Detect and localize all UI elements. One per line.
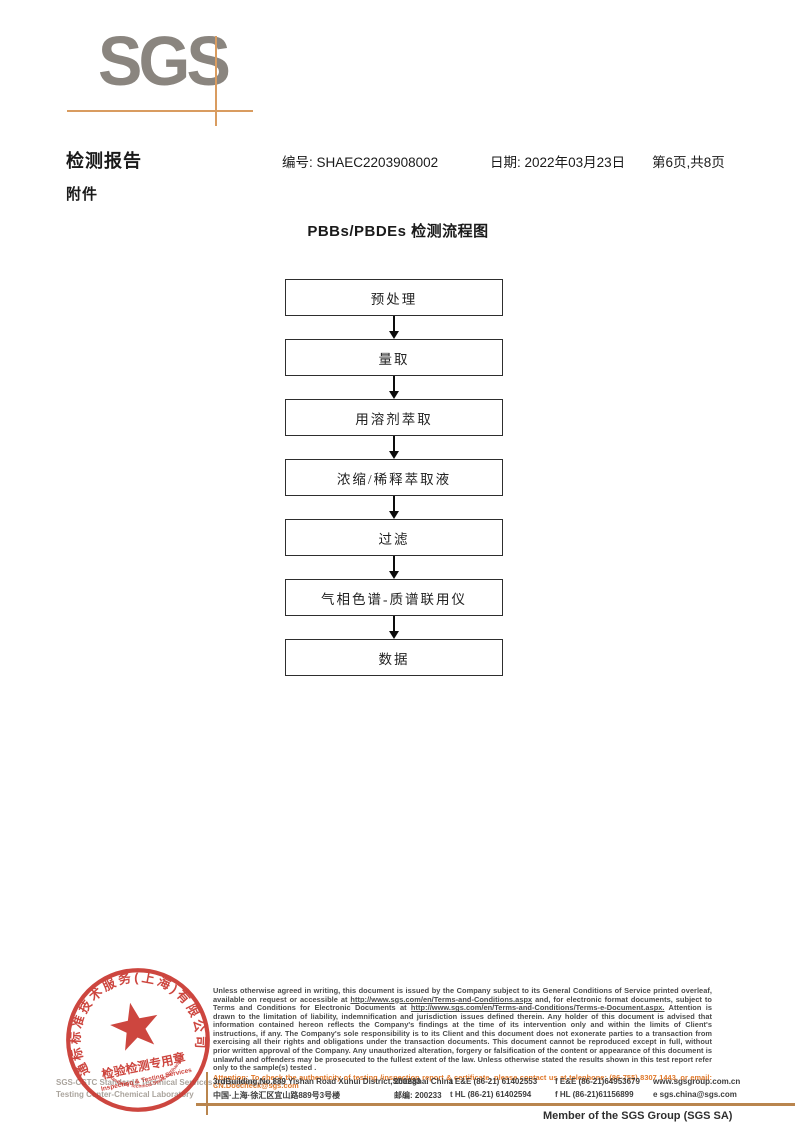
down-arrow-icon: [285, 496, 503, 519]
company-name-gray: SGS-CSTC Standards Technical Services (S…: [56, 1078, 288, 1087]
phone-hl: t HL (86-21) 61402594: [450, 1090, 532, 1099]
flow-step-label: 预处理: [370, 291, 418, 307]
report-date-label: 日期:: [490, 155, 521, 170]
fax-hl: f HL (86-21)61156899: [555, 1090, 634, 1099]
down-arrow-icon: [285, 316, 503, 339]
report-date-value: 2022年03月23日: [524, 155, 626, 170]
flowchart: 预处理 量取 用溶剂萃取: [285, 279, 503, 676]
arrow-head: [389, 451, 399, 459]
page-indicator: 第6页,共8页: [652, 155, 725, 170]
logo-vertical-rule: [215, 36, 217, 126]
report-date: 日期: 2022年03月23日: [490, 151, 625, 171]
flow-step-label: 浓缩/稀释萃取液: [336, 471, 452, 487]
logo-horizontal-rule: [67, 110, 253, 112]
flow-item: 量取: [285, 339, 503, 399]
flow-step-label: 量取: [378, 351, 410, 367]
flow-item: 预处理: [285, 279, 503, 339]
flow-step-label: 过滤: [378, 531, 410, 547]
flow-item: 浓缩/稀释萃取液: [285, 459, 503, 519]
address-cn: 中国·上海·徐汇区宜山路889号3号楼: [213, 1091, 341, 1100]
postal-code-en: 200233: [394, 1077, 421, 1086]
flow-step-label: 数据: [378, 651, 410, 667]
arrow-head: [389, 511, 399, 519]
phone-ee: t E&E (86-21) 61402553: [450, 1077, 538, 1086]
footer-horizontal-rule: [196, 1103, 795, 1106]
attention-notice: Attention: To check the authenticity of …: [213, 1072, 712, 1091]
arrow-head: [389, 391, 399, 399]
footer-vertical-rule: [206, 1072, 208, 1115]
sgs-member-line: Member of the SGS Group (SGS SA): [543, 1110, 733, 1122]
email-address: e sgs.china@sgs.com: [653, 1090, 737, 1099]
stamp-star-icon: [110, 1002, 158, 1051]
report-number: 编号: SHAEC2203908002: [282, 151, 438, 171]
down-arrow-icon: [285, 436, 503, 459]
arrow-shaft: [393, 376, 395, 391]
arrow-shaft: [393, 556, 395, 571]
report-number-label: 编号:: [282, 155, 313, 170]
flow-step-box: 用溶剂萃取: [285, 399, 503, 436]
down-arrow-icon: [285, 376, 503, 399]
company-lab-gray: Testing Center-Chemical Laboratory: [56, 1090, 194, 1099]
flow-item: 气相色谱-质谱联用仪: [285, 579, 503, 639]
flow-step-box: 气相色谱-质谱联用仪: [285, 579, 503, 616]
arrow-shaft: [393, 316, 395, 331]
postal-code-cn: 邮编: 200233: [394, 1091, 442, 1100]
address-row-cn: 中国·上海·徐汇区宜山路889号3号楼 邮编: 200233 t HL (86-…: [213, 1090, 798, 1101]
arrow-head: [389, 571, 399, 579]
report-title: 检测报告: [66, 151, 142, 171]
arrow-head: [389, 331, 399, 339]
report-number-value: SHAEC2203908002: [316, 155, 439, 170]
inspection-stamp: 通标标准技术服务(上海)有限公司 检验检测专用章 Inspection & Te…: [50, 955, 211, 1112]
fax-ee: f E&E (86-21)64953679: [555, 1077, 640, 1086]
flow-step-box: 预处理: [285, 279, 503, 316]
flow-step-box: 数据: [285, 639, 503, 676]
flowchart-title: PBBs/PBDEs 检测流程图: [307, 223, 489, 240]
down-arrow-icon: [285, 556, 503, 579]
arrow-shaft: [393, 496, 395, 511]
legal-terms-text: Unless otherwise agreed in writing, this…: [213, 986, 712, 1091]
flow-step-box: 量取: [285, 339, 503, 376]
address-en: 3rdBuilding,No.889 Yishan Road Xuhui Dis…: [213, 1077, 454, 1086]
down-arrow-icon: [285, 616, 503, 639]
flow-step-box: 浓缩/稀释萃取液: [285, 459, 503, 496]
flow-step-label: 用溶剂萃取: [355, 411, 433, 427]
arrow-shaft: [393, 436, 395, 451]
arrow-shaft: [393, 616, 395, 631]
address-row-en: 3rdBuilding,No.889 Yishan Road Xuhui Dis…: [213, 1077, 798, 1086]
flow-step-label: 气相色谱-质谱联用仪: [321, 591, 467, 607]
website-url: www.sgsgroup.com.cn: [653, 1077, 741, 1086]
flow-item: 用溶剂萃取: [285, 399, 503, 459]
flow-item: 过滤: [285, 519, 503, 579]
flow-step-box: 过滤: [285, 519, 503, 556]
sgs-logo: SGS: [98, 22, 231, 100]
attachment-label: 附件: [66, 186, 99, 203]
flow-item: 数据: [285, 639, 503, 676]
arrow-head: [389, 631, 399, 639]
stamp-ring: [66, 968, 210, 1112]
